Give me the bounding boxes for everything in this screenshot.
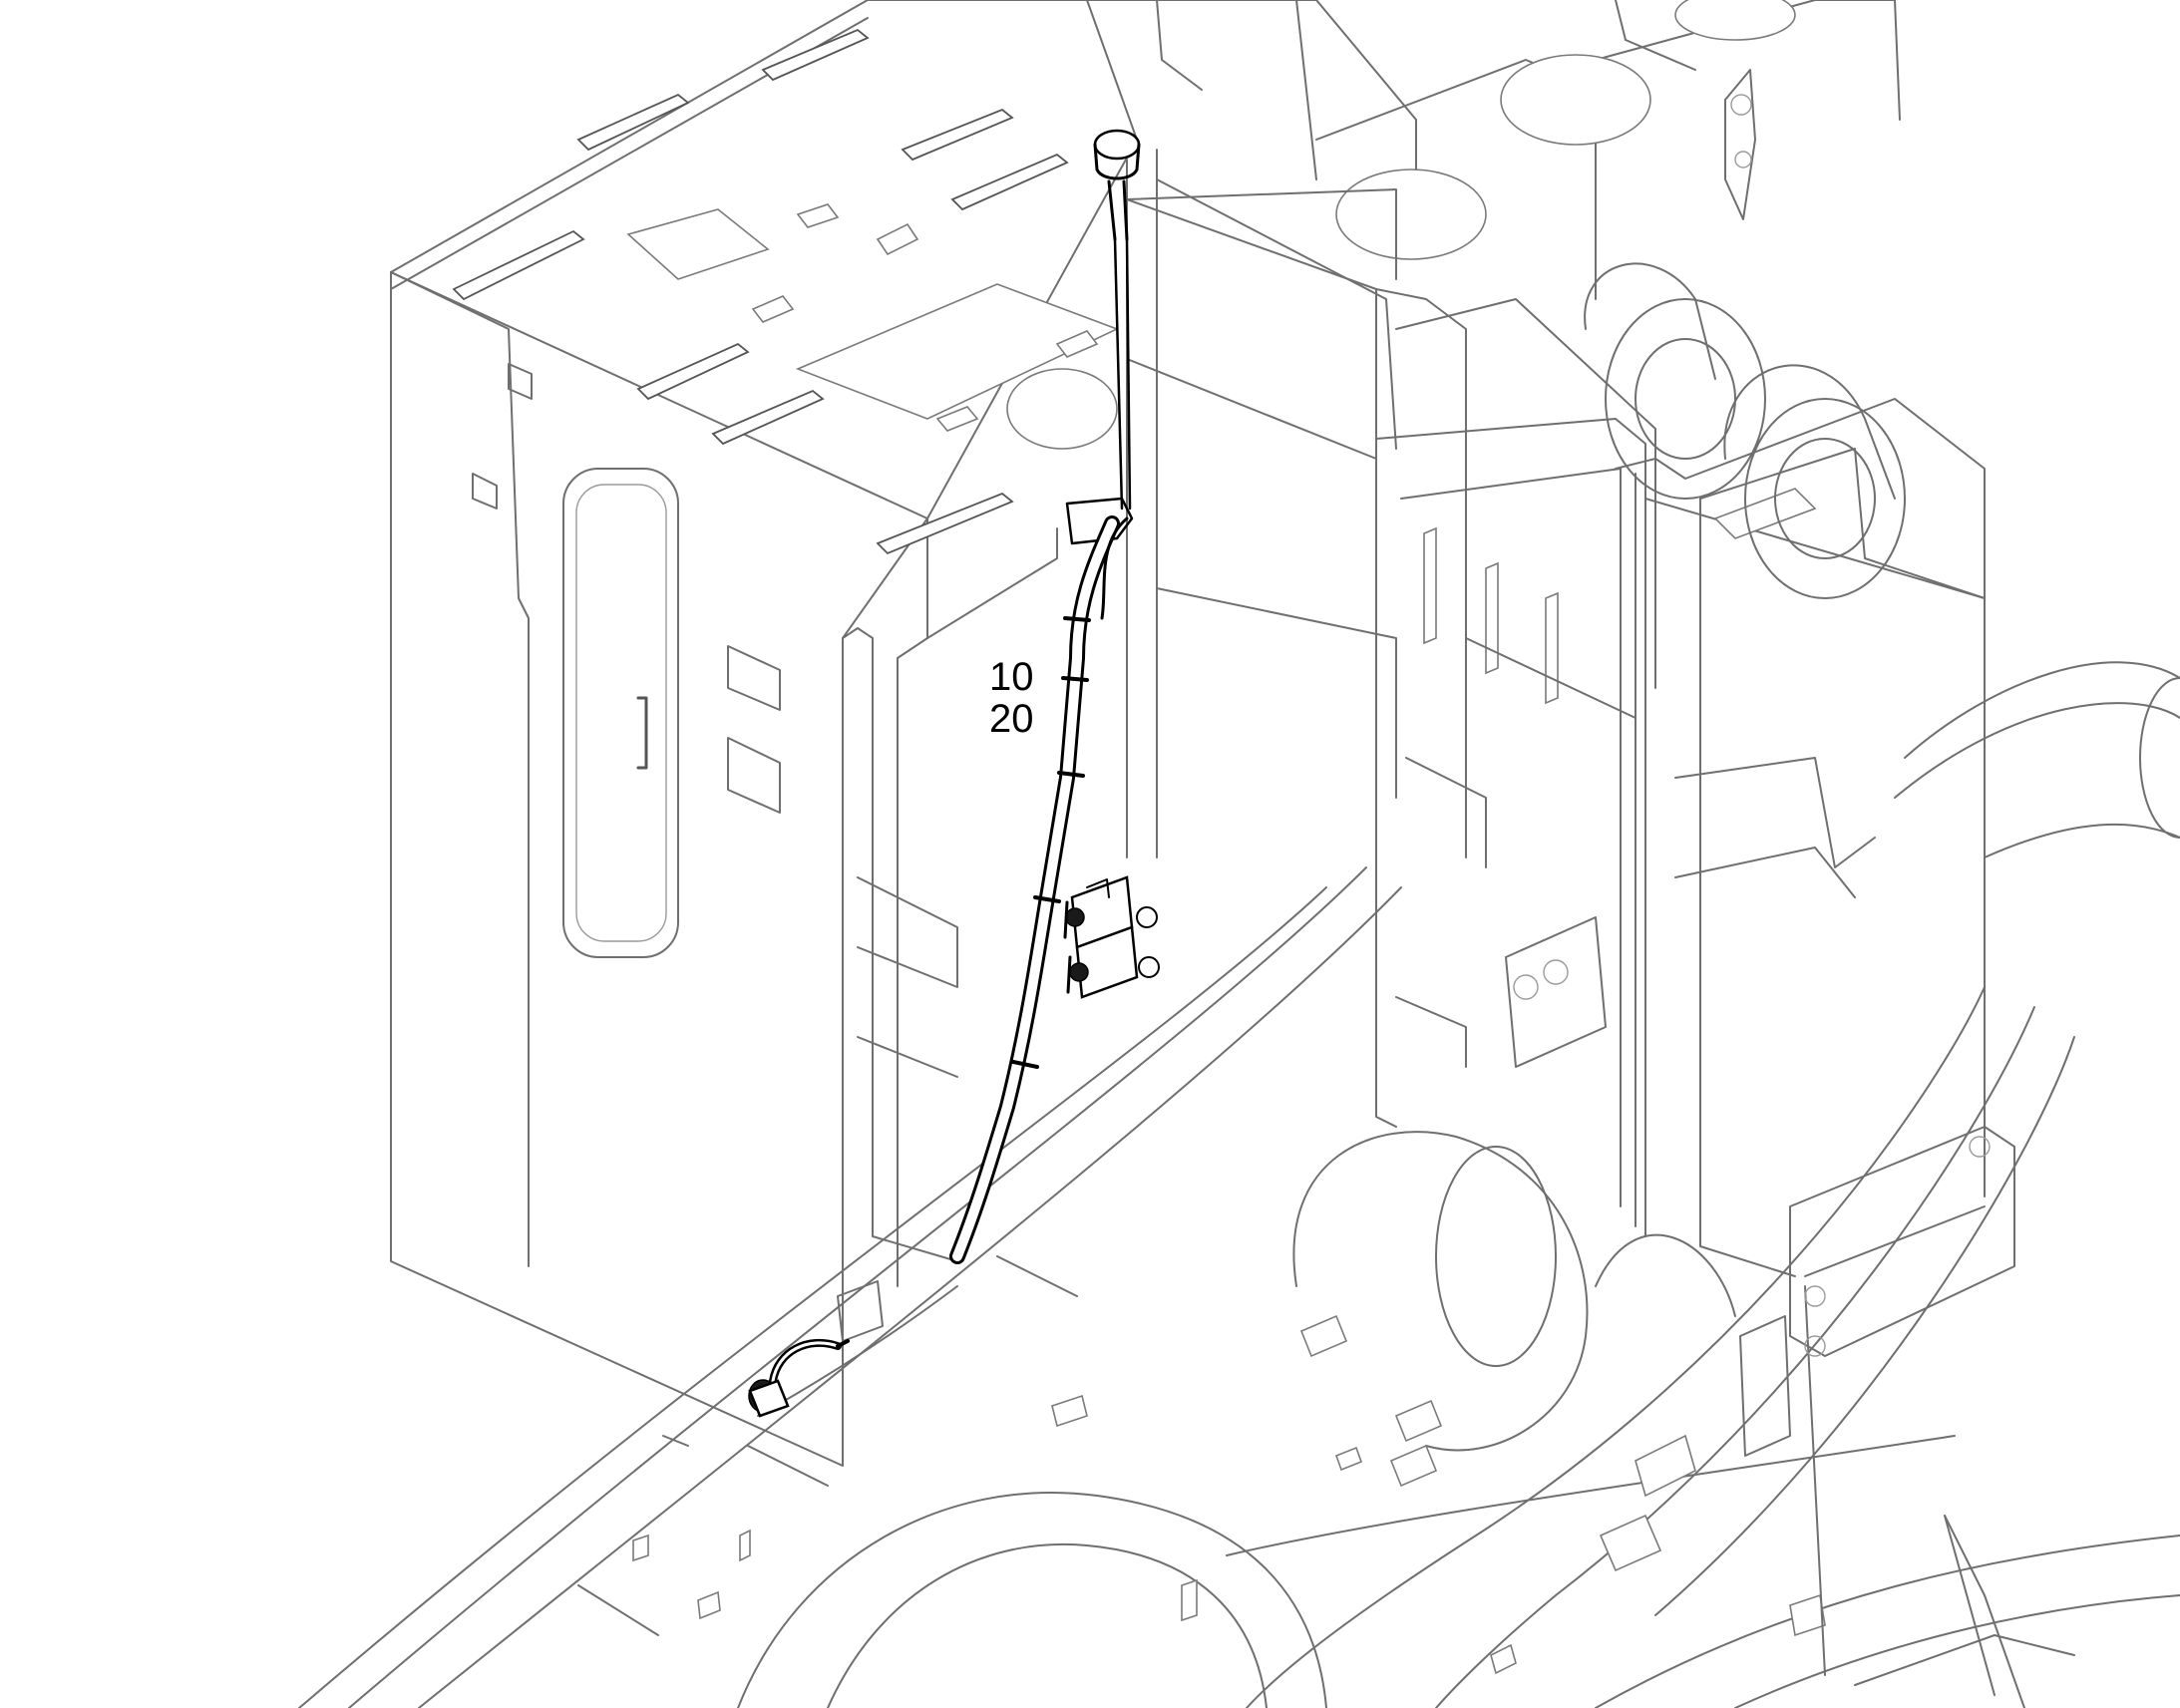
callout-20: 20 — [989, 697, 1034, 741]
upper-right-housings — [1086, 0, 1901, 300]
right-frame — [1584, 262, 2180, 1277]
callout-10: 10 — [989, 655, 1034, 699]
middle-frame — [1126, 198, 1656, 1237]
left-support-frame — [390, 0, 1138, 1467]
cable-plug-bottom — [748, 1338, 850, 1418]
small-brackets — [577, 916, 2075, 1708]
lower-chassis-ring — [298, 866, 2180, 1708]
callout-labels: 10 20 — [989, 655, 1034, 741]
highlighted-cable-harness — [748, 129, 1160, 1418]
solenoid-valve-block — [1063, 875, 1160, 999]
vertical-post — [1126, 149, 1397, 858]
cable-connector-top — [1093, 129, 1141, 241]
deck-rails — [452, 28, 1120, 555]
